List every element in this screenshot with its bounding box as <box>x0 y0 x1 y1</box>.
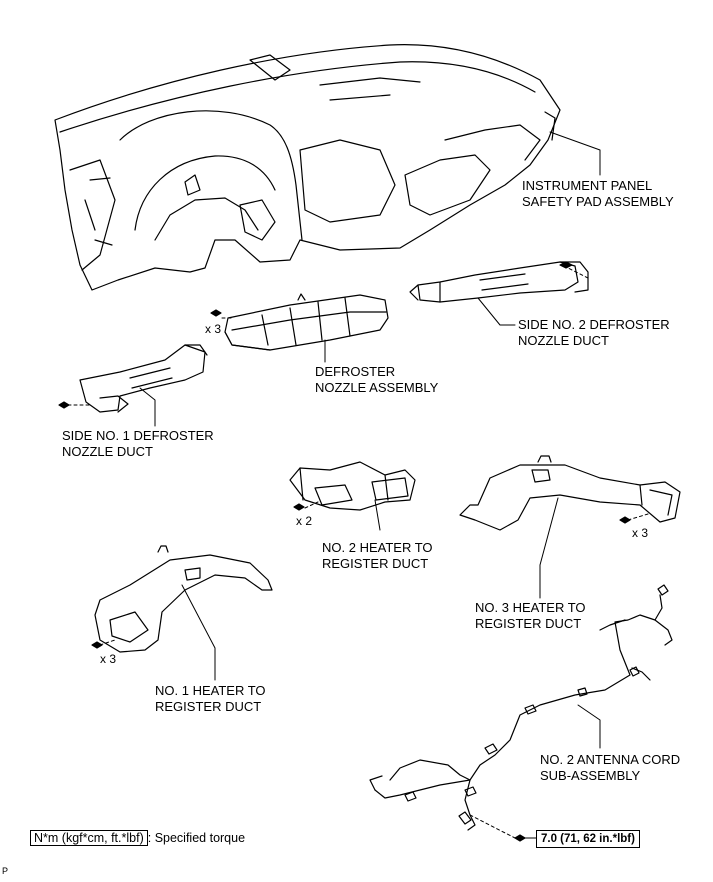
label-no3-heater: NO. 3 HEATER TO REGISTER DUCT <box>475 600 586 632</box>
label-side-no1-defroster: SIDE NO. 1 DEFROSTER NOZZLE DUCT <box>62 428 214 460</box>
torque-legend: N*m (kgf*cm, ft.*lbf): Specified torque <box>30 829 245 847</box>
label-side-no2-defroster: SIDE NO. 2 DEFROSTER NOZZLE DUCT <box>518 317 670 349</box>
label-line: SIDE NO. 1 DEFROSTER <box>62 428 214 443</box>
label-line: REGISTER DUCT <box>155 699 262 714</box>
label-line: NOZZLE DUCT <box>62 444 153 459</box>
defroster-nozzle-drawing <box>224 293 389 351</box>
multiplier-no1-heater: x 3 <box>100 652 117 666</box>
label-no2-heater: NO. 2 HEATER TO REGISTER DUCT <box>322 540 433 572</box>
multiplier-defroster-nozzle: x 3 <box>205 322 222 336</box>
label-line: REGISTER DUCT <box>322 556 429 571</box>
multiplier-no3-heater: x 3 <box>632 526 649 540</box>
label-line: DEFROSTER <box>315 364 396 379</box>
torque-spec-box: 7.0 (71, 62 in.*lbf) <box>536 830 640 848</box>
no3-heater-duct-drawing <box>459 455 681 531</box>
antenna-cord-drawing <box>369 584 673 831</box>
label-line: SIDE NO. 2 DEFROSTER <box>518 317 670 332</box>
label-line: NO. 2 HEATER TO <box>322 540 433 555</box>
label-no1-heater: NO. 1 HEATER TO REGISTER DUCT <box>155 683 266 715</box>
torque-legend-text: : Specified torque <box>147 831 246 845</box>
side-no1-defroster-duct-drawing <box>79 344 208 413</box>
label-no2-antenna: NO. 2 ANTENNA CORD SUB-ASSEMBLY <box>540 752 680 784</box>
label-line: SUB-ASSEMBLY <box>540 768 641 783</box>
label-line: REGISTER DUCT <box>475 616 582 631</box>
label-defroster-nozzle: DEFROSTER NOZZLE ASSEMBLY <box>315 364 438 396</box>
label-line: NO. 1 HEATER TO <box>155 683 266 698</box>
multiplier-no2-heater: x 2 <box>296 514 313 528</box>
label-line: SAFETY PAD ASSEMBLY <box>522 194 674 209</box>
label-line: INSTRUMENT PANEL <box>522 178 653 193</box>
instrument-panel-drawing <box>54 44 561 291</box>
torque-unit-box: N*m (kgf*cm, ft.*lbf) <box>30 830 148 846</box>
no2-heater-duct-drawing <box>289 461 416 511</box>
label-line: NO. 2 ANTENNA CORD <box>540 752 681 767</box>
figure-code: P <box>2 866 9 876</box>
side-no2-defroster-duct-drawing <box>409 261 589 303</box>
label-line: NOZZLE ASSEMBLY <box>315 380 439 395</box>
label-line: NO. 3 HEATER TO <box>475 600 586 615</box>
label-instrument-panel: INSTRUMENT PANEL SAFETY PAD ASSEMBLY <box>522 178 674 210</box>
no1-heater-duct-drawing <box>94 545 273 653</box>
label-line: NOZZLE DUCT <box>518 333 609 348</box>
